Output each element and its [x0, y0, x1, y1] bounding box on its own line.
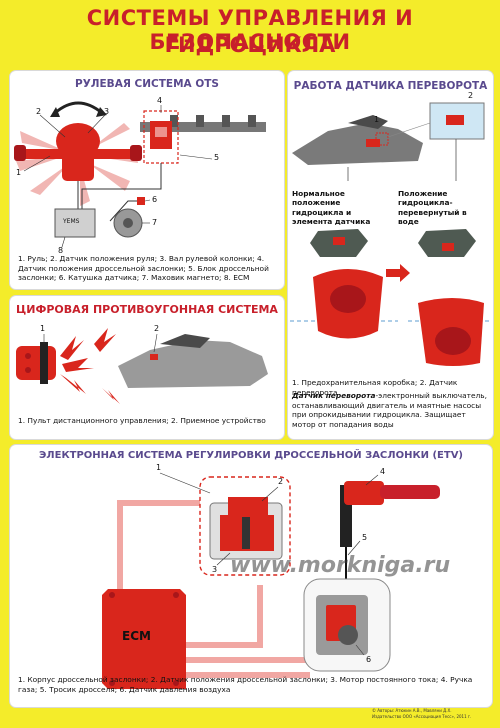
- etv-watermark: www.morkniga.ru: [230, 553, 451, 578]
- flip-label-1: 1: [374, 115, 380, 124]
- panel-antitheft: ЦИФРОВАЯ ПРОТИВОУГОННАЯ СИСТЕМА 1 2 1. П…: [9, 295, 285, 440]
- jetski-icon: [292, 115, 423, 165]
- throttle-grip-icon: [340, 481, 440, 547]
- flip-caption-definition: Датчик переворота-электронный выключател…: [292, 391, 490, 429]
- flip-caption-text: -электронный выключатель, останавливающи…: [292, 391, 487, 429]
- steering-diagram: [14, 101, 266, 248]
- panel-flip-sensor: РАБОТА ДАТЧИКА ПЕРЕВОРОТА 1 2 Нормальное…: [287, 70, 494, 440]
- etv-label-3: 3: [212, 565, 218, 574]
- footer-credit-2: Издательство ООО «Ассоциация Тесс», 2011…: [372, 714, 472, 719]
- steering-title: РУЛЕВАЯ СИСТЕМА OTS: [75, 78, 219, 90]
- panel-steering: РУЛЕВАЯ СИСТЕМА OTS: [9, 70, 285, 290]
- etv-diagram: [102, 472, 440, 689]
- antitheft-title: ЦИФРОВАЯ ПРОТИВОУГОННАЯ СИСТЕМА: [16, 303, 278, 316]
- poster-title-line1: СИСТЕМЫ УПРАВЛЕНИЯ И БЕЗОПАСНОСТИ: [86, 6, 414, 54]
- transition-arrow-icon: [386, 264, 410, 282]
- flip-title: РАБОТА ДАТЧИКА ПЕРЕВОРОТА: [293, 80, 488, 92]
- throttle-body-dashed: [199, 476, 291, 576]
- flip-caption-list: 1. Предохранительная коробка; 2. Датчик …: [292, 378, 458, 397]
- jetski-receiver-icon: [118, 334, 268, 388]
- poster-title-line2: ГИДРОЦИКЛА: [164, 33, 336, 57]
- etv-label-6: 6: [366, 655, 372, 664]
- signal-waves-icon: [60, 328, 120, 404]
- etv-label-5: 5: [362, 533, 368, 542]
- fuse-box-highlight: [375, 132, 389, 146]
- remote-icon: [16, 342, 56, 384]
- throttle-body-icon: [209, 497, 283, 560]
- rotation-arrow-icon: [54, 101, 103, 115]
- panel-etv: ЭЛЕКТРОННАЯ СИСТЕМА РЕГУЛИРОВКИ ДРОССЕЛЬ…: [9, 444, 493, 708]
- antitheft-diagram: [16, 328, 268, 404]
- antitheft-caption: 1. Пульт дистанционного управления; 2. П…: [18, 416, 266, 425]
- sensor-coil-icon: [137, 197, 145, 205]
- steering-ecm-label: YEMS: [63, 218, 80, 225]
- ecm-box: [54, 208, 96, 238]
- handlebar-icon: [14, 123, 142, 181]
- steering-label-7: 7: [152, 218, 158, 227]
- steering-label-2: 2: [36, 107, 42, 116]
- steering-label-5: 5: [214, 153, 220, 162]
- etv-caption: 1. Корпус дроссельной заслонки; 2. Датчи…: [18, 675, 473, 694]
- footer-credit-1: © Авторы: Атюкин А.В., Мавляни Д.Х.: [372, 708, 452, 713]
- steering-label-3: 3: [104, 107, 110, 116]
- steering-label-6: 6: [152, 195, 158, 204]
- flip-label-2: 2: [468, 91, 474, 100]
- etv-title: ЭЛЕКТРОННАЯ СИСТЕМА РЕГУЛИРОВКИ ДРОССЕЛЬ…: [38, 450, 464, 461]
- etv-label-4: 4: [380, 467, 386, 476]
- antitheft-label-1: 1: [40, 324, 46, 333]
- flip-inverted-caption: Положение гидроцикла-перевернутый в воде: [398, 189, 467, 227]
- etv-label-2: 2: [278, 477, 284, 486]
- steering-caption: 1. Руль; 2. Датчик положения руля; 3. Ва…: [18, 254, 269, 283]
- ecm-module-icon: [102, 589, 186, 689]
- etv-wiring: [117, 500, 310, 678]
- etv-label-1: 1: [156, 463, 162, 472]
- etv-ecm-label: ECM: [122, 629, 151, 643]
- antitheft-label-2: 2: [154, 324, 160, 333]
- flip-normal-caption: Нормальное положение гидроцикла и элемен…: [292, 189, 371, 227]
- steering-label-8: 8: [58, 246, 64, 255]
- steering-label-1: 1: [16, 168, 22, 177]
- air-pressure-sensor-icon: [303, 578, 391, 672]
- flip-caption-term: Датчик переворота: [292, 391, 376, 400]
- steering-label-4: 4: [157, 96, 163, 105]
- flip-diagram: [290, 102, 491, 366]
